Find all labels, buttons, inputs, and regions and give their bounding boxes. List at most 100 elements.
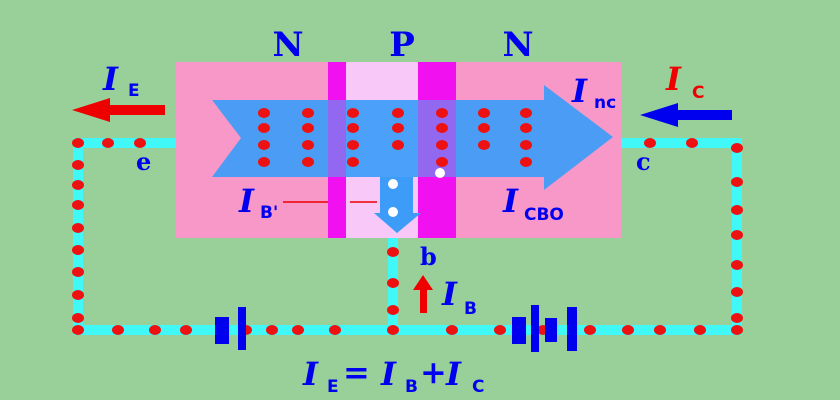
ie-sub: E xyxy=(128,81,140,101)
electron-dot xyxy=(478,140,490,150)
emitter-battery xyxy=(215,307,246,350)
base-recombination-arrow xyxy=(374,177,421,233)
electron-dot xyxy=(72,200,84,210)
electron-dot xyxy=(258,157,270,167)
ib-symbol: I xyxy=(441,275,458,313)
electron-dot xyxy=(72,223,84,233)
eq-plus: + xyxy=(420,353,447,391)
electron-dot xyxy=(478,123,490,133)
electron-dot xyxy=(494,325,506,335)
inc-symbol: I xyxy=(571,72,588,110)
electron-dot xyxy=(102,138,114,148)
electron-dot xyxy=(584,325,596,335)
electron-dot xyxy=(731,177,743,187)
electron-dot xyxy=(731,325,743,335)
ib-sub: B xyxy=(464,299,477,319)
electron-dot xyxy=(520,123,532,133)
electron-dot xyxy=(302,157,314,167)
collector-battery xyxy=(512,305,577,352)
electron-dot xyxy=(134,138,146,148)
electron-dot xyxy=(72,267,84,277)
electron-dot xyxy=(731,205,743,215)
collector-region-label: N xyxy=(502,25,533,65)
electron-dot xyxy=(347,140,359,150)
wire-electrons xyxy=(72,138,743,335)
hole xyxy=(388,179,398,189)
inc-label: I nc xyxy=(571,72,616,113)
electron-dot xyxy=(520,157,532,167)
eq-ie-symbol: I xyxy=(302,355,319,393)
ic-arrow-icon xyxy=(640,103,732,127)
ic-sub: C xyxy=(692,83,704,103)
electron-dot xyxy=(520,108,532,118)
electrons xyxy=(258,108,532,167)
electron-dot xyxy=(72,290,84,300)
base-region-label: P xyxy=(389,25,415,65)
electron-dot xyxy=(387,247,399,257)
electron-dot xyxy=(302,140,314,150)
eq-equals: = xyxy=(343,353,370,391)
ib-prime-sub: B' xyxy=(260,203,278,223)
eq-ie-sub: E xyxy=(327,377,339,397)
ib-prime-symbol: I xyxy=(238,182,255,220)
emitter-terminal-label: e xyxy=(136,147,151,176)
eq-ib-symbol: I xyxy=(380,355,397,393)
electron-dot xyxy=(731,143,743,153)
emitter-region-label: N xyxy=(272,25,303,65)
electron-dot xyxy=(446,325,458,335)
electron-dot xyxy=(258,123,270,133)
electron-dot xyxy=(644,138,656,148)
electron-dot xyxy=(258,140,270,150)
electron-dot xyxy=(112,325,124,335)
base-terminal-label: b xyxy=(420,242,437,271)
inc-sub: nc xyxy=(594,93,616,113)
electron-dot xyxy=(392,123,404,133)
electron-dot xyxy=(347,108,359,118)
electron-dot xyxy=(387,305,399,315)
ie-arrow-icon xyxy=(72,98,165,122)
electron-dot xyxy=(302,108,314,118)
electron-dot xyxy=(72,325,84,335)
electron-dot xyxy=(347,123,359,133)
current-equation: I E = I B + I C xyxy=(302,353,484,397)
electron-dot xyxy=(392,140,404,150)
eq-ib-sub: B xyxy=(405,377,418,397)
electron-dot xyxy=(436,123,448,133)
electron-dot xyxy=(654,325,666,335)
electron-dot xyxy=(258,108,270,118)
emitter-wire xyxy=(73,138,393,335)
electron-dot xyxy=(292,325,304,335)
electron-dot xyxy=(731,313,743,323)
junction-overlay-1 xyxy=(328,100,346,177)
electron-dot xyxy=(72,138,84,148)
electron-flow-arrow xyxy=(212,85,613,190)
electron-dot xyxy=(436,108,448,118)
electron-dot xyxy=(731,287,743,297)
electron-dot xyxy=(72,160,84,170)
electron-dot xyxy=(266,325,278,335)
electron-dot xyxy=(387,325,399,335)
eq-ic-symbol: I xyxy=(445,355,462,393)
electron-dot xyxy=(622,325,634,335)
ie-label: I E xyxy=(102,60,140,101)
electron-dot xyxy=(731,230,743,240)
ic-label: I C xyxy=(665,60,704,103)
electron-dot xyxy=(72,245,84,255)
electron-dot xyxy=(392,108,404,118)
ib-prime-label: I B' xyxy=(238,182,278,223)
electron-dot xyxy=(387,278,399,288)
electron-dot xyxy=(149,325,161,335)
electron-dot xyxy=(347,157,359,167)
ib-label: I B xyxy=(441,275,477,319)
collector-terminal-label: c xyxy=(636,147,651,176)
hole xyxy=(435,168,445,178)
hole xyxy=(388,207,398,217)
electron-dot xyxy=(329,325,341,335)
electron-dot xyxy=(520,140,532,150)
eq-ic-sub: C xyxy=(472,377,484,397)
electron-dot xyxy=(72,313,84,323)
electron-dot xyxy=(436,140,448,150)
icbo-symbol: I xyxy=(502,182,519,220)
